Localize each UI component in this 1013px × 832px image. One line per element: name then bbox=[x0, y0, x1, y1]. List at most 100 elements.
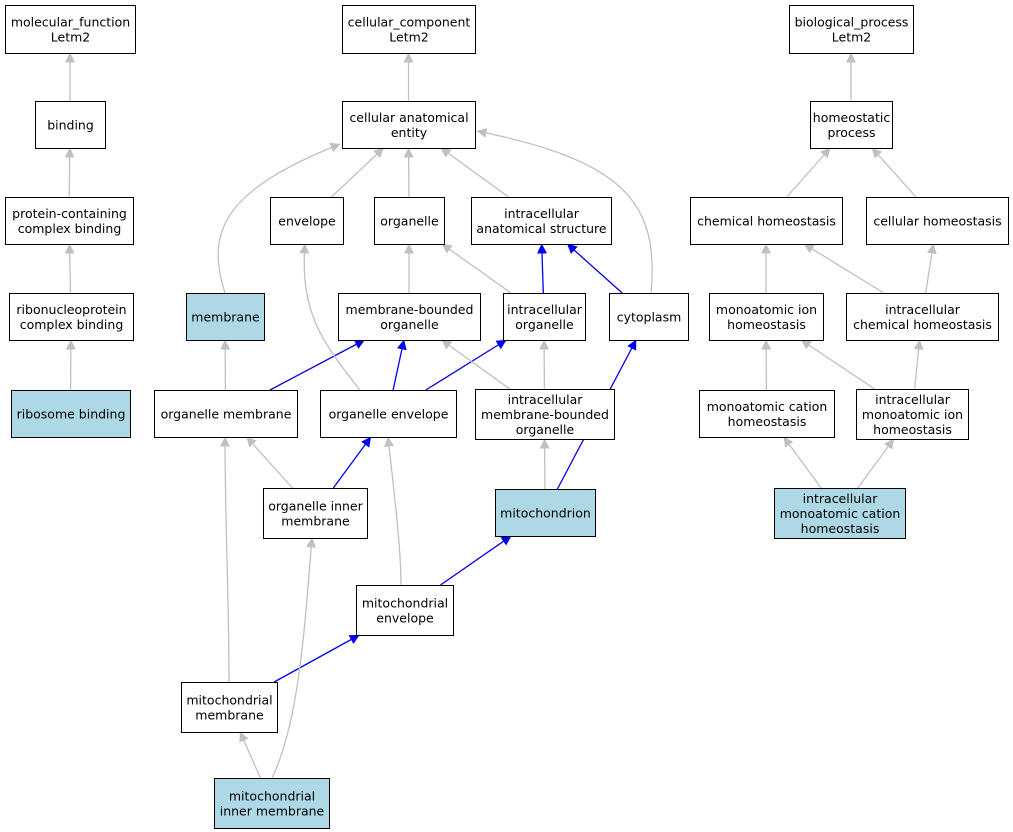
term-node-box[interactable] bbox=[356, 585, 454, 636]
term-node-rb[interactable]: ribosome binding bbox=[11, 390, 131, 438]
term-node-box[interactable] bbox=[9, 293, 134, 341]
term-node-box[interactable] bbox=[774, 488, 906, 539]
term-node-box[interactable] bbox=[342, 5, 476, 54]
edge-part-of-oim-to-oe bbox=[332, 436, 372, 489]
term-node-box[interactable] bbox=[35, 101, 106, 149]
term-node-mem[interactable]: membrane bbox=[186, 293, 265, 341]
term-node-label: cytoplasm bbox=[617, 310, 682, 325]
term-node-box[interactable] bbox=[5, 5, 136, 54]
term-node-box[interactable] bbox=[181, 682, 278, 733]
term-node-label: intracellular bbox=[885, 302, 961, 317]
term-node-box[interactable] bbox=[846, 293, 999, 341]
edge-part-of-me-to-mito bbox=[440, 535, 512, 586]
term-node-label: homeostasis bbox=[873, 422, 952, 437]
term-node-cyto[interactable]: cytoplasm bbox=[609, 293, 689, 341]
term-node-binding[interactable]: binding bbox=[35, 101, 106, 149]
term-node-label: cellular_component bbox=[348, 15, 471, 30]
term-node-label: membrane bbox=[281, 514, 350, 529]
edge-is-a-imih-to-ich bbox=[913, 339, 924, 390]
term-node-box[interactable] bbox=[5, 197, 134, 245]
term-node-oe[interactable]: organelle envelope bbox=[320, 390, 457, 438]
term-node-box[interactable] bbox=[214, 778, 330, 829]
edge-layer bbox=[64, 52, 937, 779]
term-node-cellh[interactable]: cellular homeostasis bbox=[866, 197, 1009, 245]
term-node-box[interactable] bbox=[699, 390, 835, 438]
term-node-label: monoatomic ion bbox=[862, 407, 963, 422]
term-node-box[interactable] bbox=[263, 488, 368, 539]
term-node-box[interactable] bbox=[342, 101, 476, 149]
term-node-label: intracellular bbox=[507, 302, 583, 317]
term-node-label: mitochondrial bbox=[362, 596, 448, 611]
term-node-box[interactable] bbox=[270, 197, 344, 245]
term-node-box[interactable] bbox=[789, 5, 914, 54]
term-node-label: process bbox=[827, 125, 875, 140]
term-node-box[interactable] bbox=[709, 293, 824, 341]
term-node-label: organelle inner bbox=[268, 499, 363, 514]
term-node-label: ribosome binding bbox=[17, 407, 126, 422]
term-node-env[interactable]: envelope bbox=[270, 197, 344, 245]
term-node-box[interactable] bbox=[154, 390, 298, 438]
edge-is-a-ch-to-hp bbox=[786, 147, 831, 198]
term-node-label: membrane-bounded bbox=[346, 302, 474, 317]
term-node-box[interactable] bbox=[866, 197, 1009, 245]
term-node-mito[interactable]: mitochondrion bbox=[495, 489, 596, 537]
term-node-box[interactable] bbox=[475, 389, 615, 440]
term-node-box[interactable] bbox=[503, 293, 586, 341]
term-node-box[interactable] bbox=[186, 293, 265, 341]
edge-is-a-io-to-org bbox=[441, 243, 512, 294]
term-node-box[interactable] bbox=[856, 389, 969, 440]
term-node-label: homeostasis bbox=[728, 414, 807, 429]
term-node-box[interactable] bbox=[810, 101, 893, 149]
term-node-box[interactable] bbox=[471, 197, 612, 245]
term-node-label: molecular_function bbox=[11, 15, 130, 30]
term-node-label: Letm2 bbox=[389, 30, 428, 45]
term-node-label: membrane bbox=[195, 708, 264, 723]
edge-is-a-imch-to-mch bbox=[783, 436, 822, 489]
edge-is-a-mm-to-om bbox=[220, 436, 231, 683]
term-node-box[interactable] bbox=[495, 489, 596, 537]
term-node-label: complex binding bbox=[20, 317, 124, 332]
term-node-om[interactable]: organelle membrane bbox=[154, 390, 298, 438]
term-node-box[interactable] bbox=[11, 390, 131, 438]
term-node-box[interactable] bbox=[338, 293, 481, 341]
edge-part-of-cyto-to-ias bbox=[566, 243, 623, 294]
edge-is-a-imch-to-imih bbox=[857, 438, 895, 489]
term-node-ch[interactable]: chemical homeostasis bbox=[690, 197, 843, 245]
term-node-box[interactable] bbox=[690, 197, 843, 245]
term-node-box[interactable] bbox=[320, 390, 457, 438]
term-node-label: homeostasis bbox=[727, 317, 806, 332]
edge-part-of-oe-to-io bbox=[425, 339, 507, 391]
term-node-box[interactable] bbox=[374, 197, 445, 245]
edge-part-of-oe-to-mbo bbox=[392, 339, 407, 391]
term-node-label: organelle bbox=[380, 317, 439, 332]
term-node-label: membrane-bounded bbox=[481, 407, 609, 422]
term-node-org[interactable]: organelle bbox=[374, 197, 445, 245]
term-node-label: inner membrane bbox=[220, 804, 325, 819]
edge-is-a-mim-to-oim bbox=[271, 537, 317, 779]
edge-is-a-ias-to-cae bbox=[440, 147, 509, 198]
term-node-label: monoatomic cation bbox=[780, 506, 901, 521]
term-node-box[interactable] bbox=[609, 293, 689, 341]
edge-is-a-oe-to-env bbox=[299, 243, 361, 391]
